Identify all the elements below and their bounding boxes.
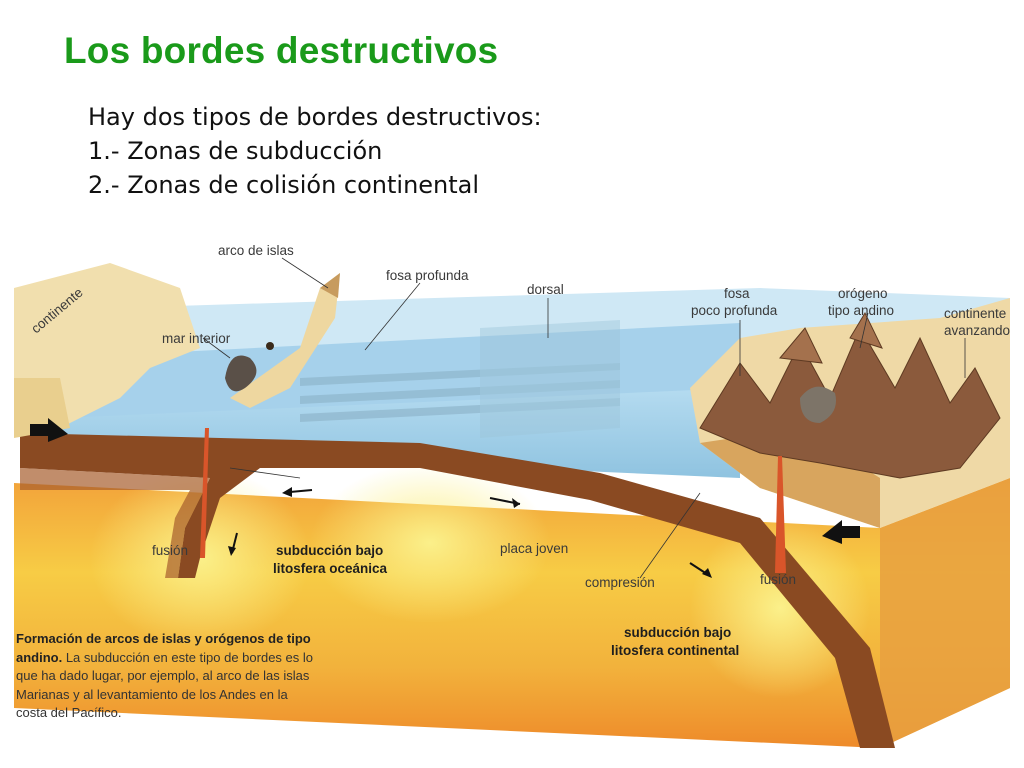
caption-bold: Formación de arcos de islas y orógenos d… [16,631,311,665]
label-fusion-right: fusión [760,572,796,587]
figure-caption: Formación de arcos de islas y orógenos d… [16,630,316,723]
label-mar-interior: mar interior [162,331,231,346]
label-subduccion-continental-1: subducción bajo [624,625,731,640]
ocean-surface [60,288,1010,478]
leader-lines [202,257,966,579]
intro-list: Hay dos tipos de bordes destructivos: 1.… [88,100,542,202]
label-subduccion-oceanica-2: litosfera oceánica [273,561,388,576]
label-dorsal: dorsal [527,282,564,297]
label-continente-right: continente [944,306,1006,321]
label-compresion: compresión [585,575,655,590]
left-continent [14,263,200,438]
label-placa-joven: placa joven [500,541,568,556]
magma-conduit-right [775,456,786,573]
intro-line-subduction: 1.- Zonas de subducción [88,137,383,165]
andean-mountains [699,311,1001,479]
caption-text: La subducción en este tipo de bordes es … [16,649,314,721]
volcanic-plume [800,386,836,423]
plates [20,433,895,748]
slide-title: Los bordes destructivos [64,30,499,71]
label-arco-de-islas: arco de islas [218,243,294,258]
label-fosa: fosa [724,286,750,301]
label-poco-profunda: poco profunda [691,303,778,318]
label-subduccion-continental-2: litosfera continental [611,643,739,658]
intro-line-collision: 2.- Zonas de colisión continental [88,171,480,199]
label-fosa-profunda: fosa profunda [386,268,469,283]
island-arc [200,273,340,558]
label-subduccion-oceanica-1: subducción bajo [276,543,383,558]
motion-arrows [30,418,860,578]
subduction-diagram: continente arco de islas fosa profunda d… [14,243,1010,748]
label-orogeno: orógeno [838,286,888,301]
intro-line-heading: Hay dos tipos de bordes destructivos: [88,103,542,131]
label-tipo-andino: tipo andino [828,303,894,318]
label-avanzando: avanzando [944,323,1010,338]
ridge-stripes [300,320,620,438]
label-fusion-left: fusión [152,543,188,558]
